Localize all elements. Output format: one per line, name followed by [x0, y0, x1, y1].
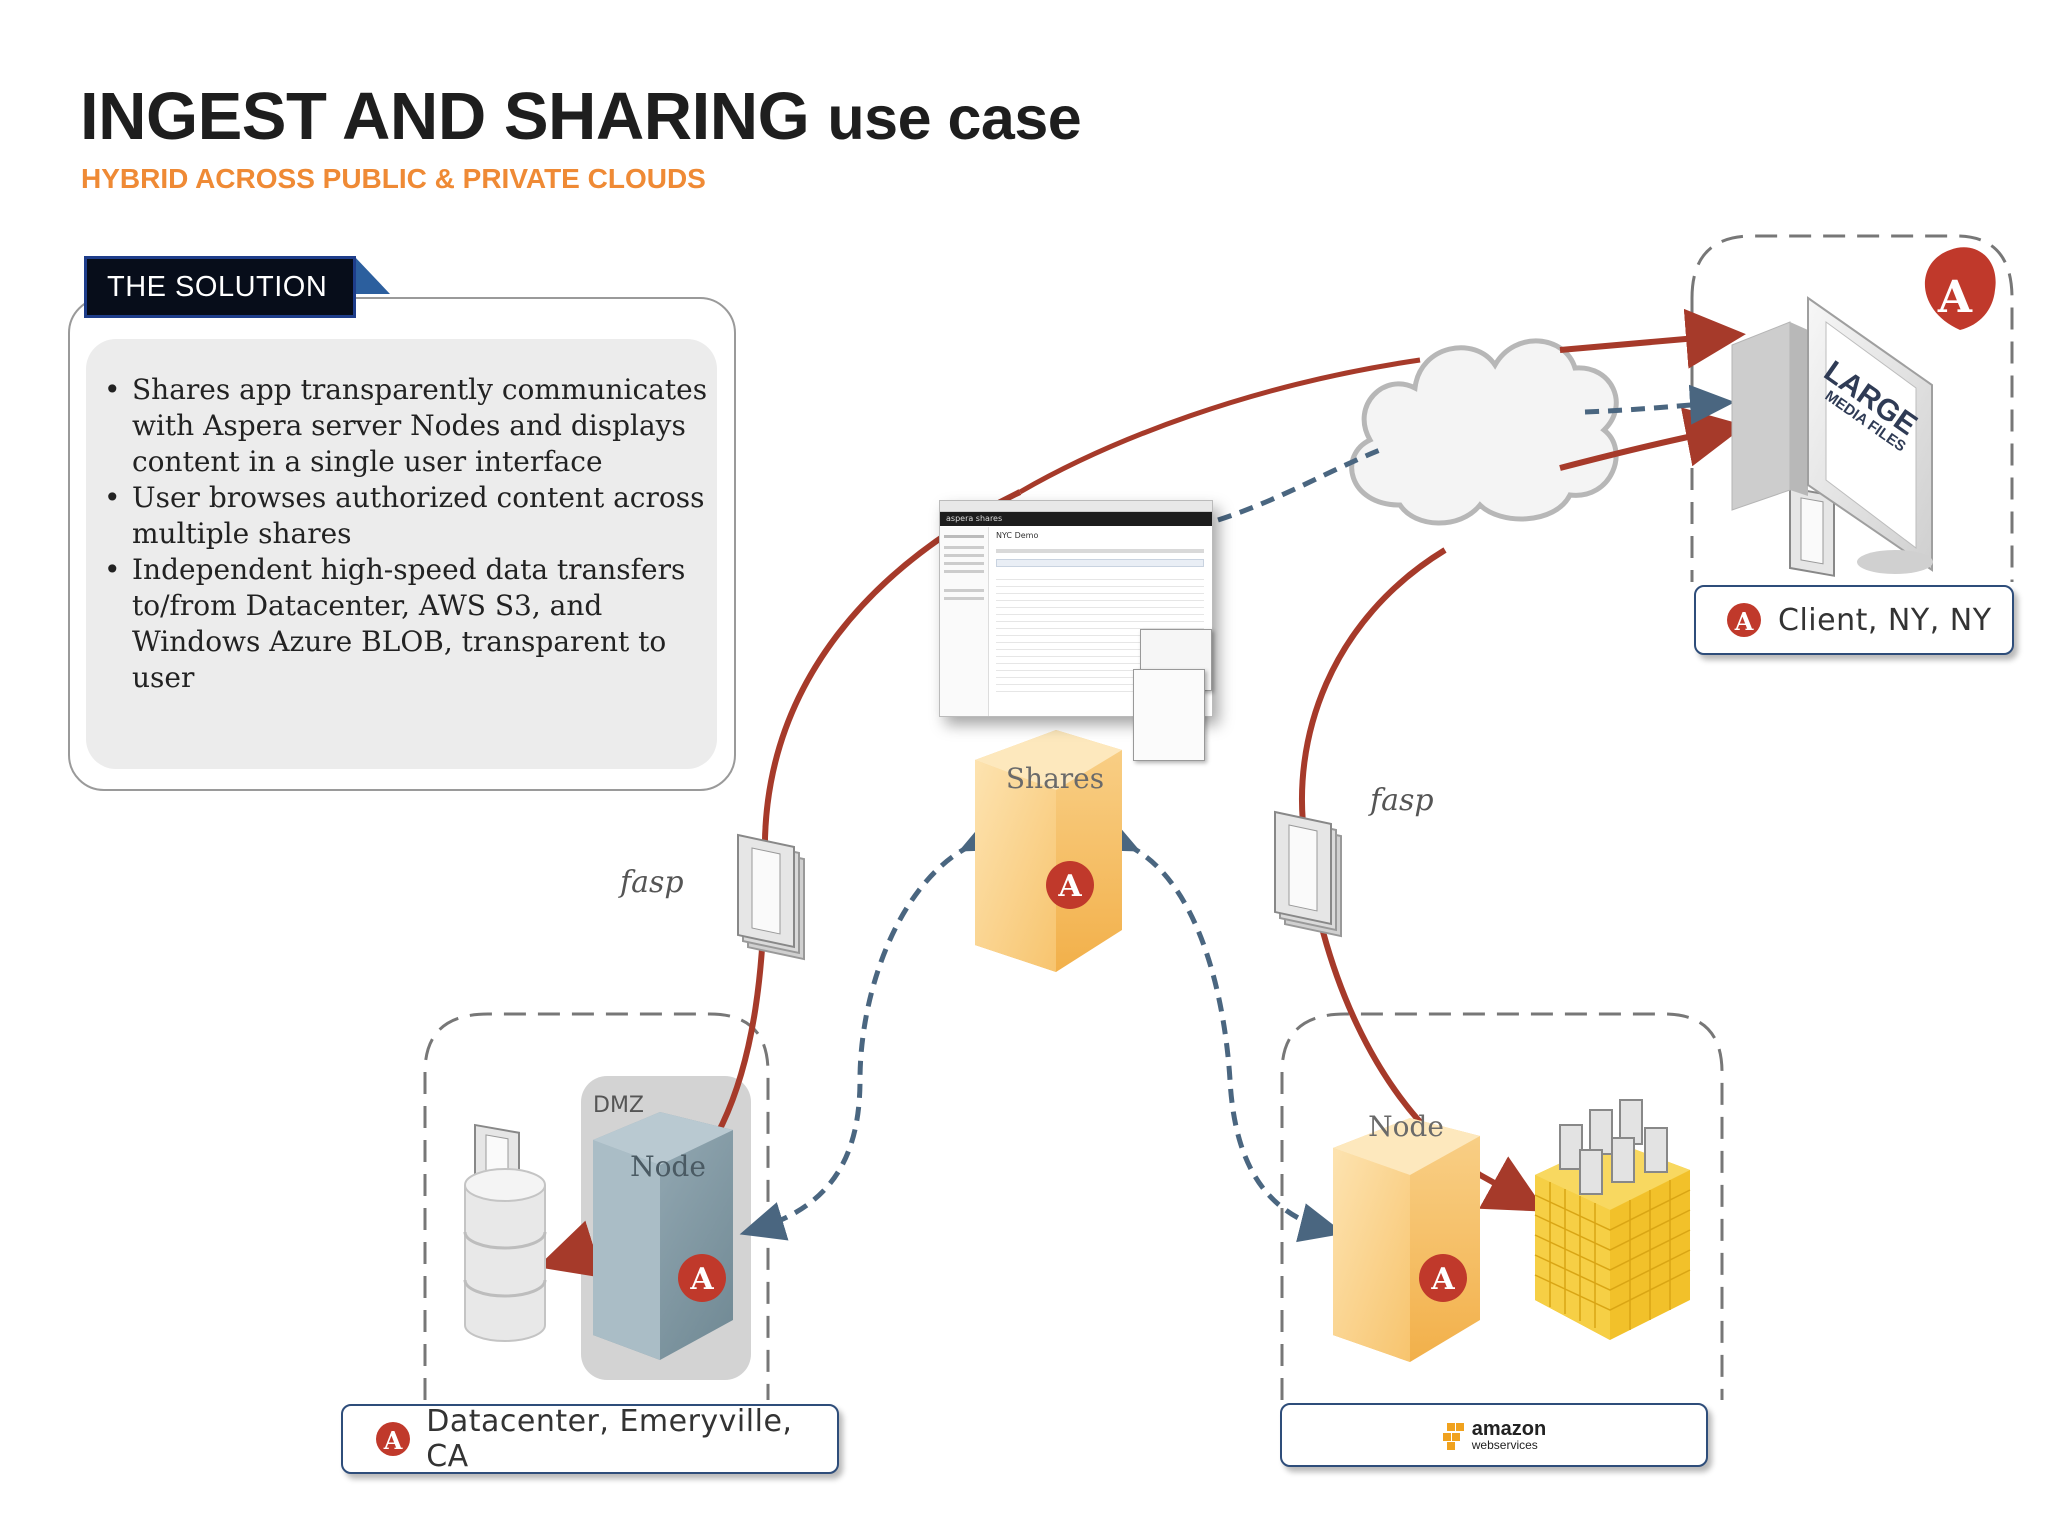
title-main: INGEST AND SHARING — [80, 79, 810, 154]
app-folder-title: NYC Demo — [996, 531, 1039, 540]
control-arrow-datacenter — [739, 813, 1008, 1241]
datacenter-node-label: Node — [630, 1150, 706, 1183]
aws-location-label: amazon webservices — [1280, 1403, 1708, 1467]
title-rest: use case — [827, 84, 1082, 152]
dmz-label: DMZ — [593, 1093, 644, 1118]
solution-bullet: Independent high-speed data transfers to… — [100, 552, 720, 696]
transfer-arrow-client-1 — [1559, 308, 1746, 369]
client-location-label: A Client, NY, NY — [1694, 585, 2014, 655]
datacenter-location-text: Datacenter, Emeryville, CA — [426, 1404, 793, 1474]
aspera-logo-icon: A — [376, 1422, 410, 1456]
app-header: aspera shares — [940, 512, 1212, 526]
svg-text:A: A — [1734, 607, 1754, 636]
page-subtitle: HYBRID ACROSS PUBLIC & PRIVATE CLOUDS — [81, 163, 706, 194]
client-computer-icon: LARGE MEDIA FILES — [1731, 296, 1933, 574]
transfer-path — [1018, 357, 1421, 495]
aws-cubes-icon — [1442, 1423, 1464, 1450]
svg-text:A: A — [1430, 1262, 1455, 1297]
fasp-label-right: fasp — [1368, 783, 1434, 818]
transfer-arrow-client-2 — [1559, 407, 1746, 471]
svg-text:A: A — [1057, 869, 1082, 904]
tab-corner-decoration — [354, 256, 390, 294]
shares-label: Shares — [1006, 762, 1104, 795]
film-strip-icon — [737, 833, 805, 961]
svg-text:A: A — [1937, 272, 1973, 323]
aws-node-server-icon: A — [1333, 1118, 1480, 1362]
svg-text:A: A — [689, 1262, 714, 1297]
shares-server-icon: A — [975, 730, 1122, 972]
film-strip-icon — [1789, 486, 1835, 577]
datacenter-node-server-icon: A — [593, 1112, 733, 1360]
aws-brand-text: amazon — [1471, 1418, 1547, 1440]
aws-sub-text: webservices — [1471, 1438, 1538, 1452]
shares-app-screenshot: aspera shares NYC Demo — [939, 500, 1213, 761]
app-sidebar — [940, 527, 989, 716]
page-title: INGEST AND SHARING use case — [80, 78, 1082, 155]
aws-node-label: Node — [1368, 1110, 1444, 1143]
solution-bullet-list: Shares app transparently communicates wi… — [100, 372, 720, 696]
control-arrow-aws — [1091, 813, 1345, 1243]
solution-bullet: Shares app transparently communicates wi… — [100, 372, 720, 480]
aspera-logo-icon: A — [1727, 603, 1761, 637]
fasp-label-left: fasp — [618, 865, 684, 900]
film-strip-icon — [1274, 810, 1342, 938]
dialog-window — [1133, 669, 1205, 761]
solution-tab-label: THE SOLUTION — [84, 256, 356, 318]
database-icon — [463, 1168, 547, 1342]
svg-text:A: A — [383, 1426, 403, 1455]
browser-bar — [940, 501, 1212, 512]
film-strip-icon — [1559, 1099, 1668, 1195]
client-location-text: Client, NY, NY — [1778, 602, 1992, 638]
control-arrow-client — [1584, 384, 1735, 425]
solution-bullet: User browses authorized content across m… — [100, 480, 720, 552]
datacenter-location-label: A Datacenter, Emeryville, CA — [341, 1404, 839, 1474]
control-path-shares-cloud — [1217, 447, 1381, 523]
aspera-logo-icon: A — [1924, 247, 1996, 330]
cloud-icon — [1349, 338, 1619, 526]
